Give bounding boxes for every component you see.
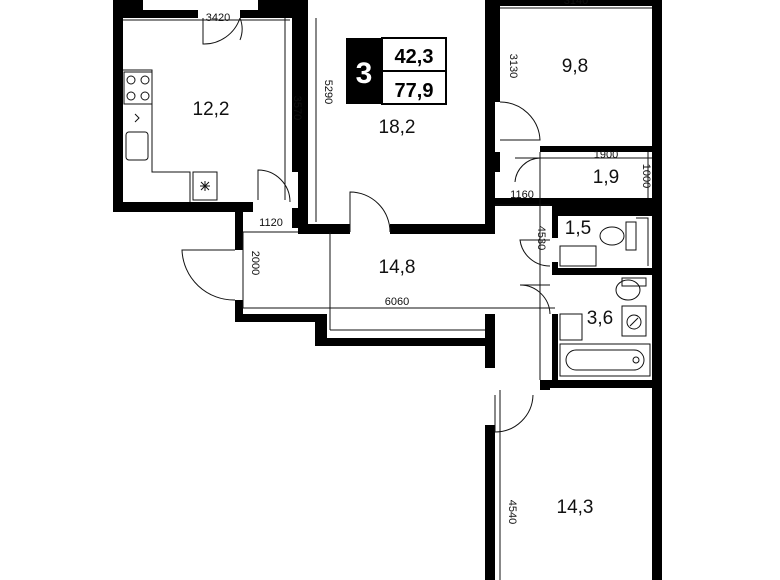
wc-sink-icon	[559, 245, 597, 267]
dim-bedroom-small-height: 3130	[507, 54, 519, 78]
wall-bedroom-large-right	[652, 380, 662, 580]
wall-living-right	[485, 0, 495, 234]
dim-bedroom-large-height: 4540	[506, 500, 518, 524]
badge-rooms-count: 3	[356, 57, 373, 90]
room-kitchen-area: 12,2	[193, 99, 230, 120]
washer-icon	[621, 305, 647, 337]
drain-icon	[632, 356, 640, 364]
burner-icon	[126, 75, 136, 85]
wall-hall-bottom-2	[315, 338, 495, 346]
burner-icon	[140, 75, 150, 85]
badge-rooms-box	[346, 38, 382, 104]
wall-wc-left	[552, 206, 558, 238]
bathtub-icon	[559, 343, 651, 377]
wall-bedroom-large-left-lower	[485, 425, 495, 580]
wc-shelf	[636, 217, 649, 266]
wall-kitchen-top	[113, 10, 198, 18]
wall-bath-left	[552, 314, 558, 386]
toilet-tank-icon	[625, 221, 637, 251]
wall-wc-bottom	[552, 268, 662, 275]
door-bath	[519, 284, 551, 315]
door-kitchen	[257, 169, 291, 203]
wall-corridor-stub	[495, 152, 500, 172]
bath-sink-icon	[559, 313, 583, 341]
toilet-icon	[615, 279, 641, 301]
badge-living-area: 42,3	[395, 46, 434, 68]
wall-bedroom-bottom	[540, 146, 660, 152]
wall-kitchen-top-right	[240, 10, 262, 18]
dimension-lines	[123, 7, 652, 580]
wall-living-bottom-right	[390, 224, 490, 234]
fridge-icon	[192, 171, 218, 201]
dim-bedroom-small-width: 3140	[564, 0, 588, 7]
door-kitchen-top-2	[239, 17, 243, 41]
room-storage-area: 1,9	[593, 167, 619, 188]
toilet-icon	[599, 226, 625, 246]
burner-icon	[126, 91, 136, 101]
dim-corridor-entry: 1120	[259, 217, 283, 229]
wall-wc-top	[552, 206, 662, 216]
wall-living-bottom-left	[298, 224, 350, 234]
room-living-area: 18,2	[379, 117, 416, 138]
burner-icon	[140, 91, 150, 101]
wall-kitchen-right	[292, 0, 300, 172]
wall-entry-left	[235, 202, 243, 250]
wall-bedroom-left	[493, 0, 500, 102]
dim-hall-length: 6060	[385, 296, 409, 308]
area-badge: 3 42,3 77,9	[346, 37, 447, 105]
room-bathroom-area: 3,6	[587, 308, 613, 329]
wall-bedroom-large-top	[540, 380, 550, 390]
door-wc	[519, 239, 551, 267]
wall-kitchen-bottom	[113, 202, 253, 212]
bath-fixtures	[559, 217, 651, 377]
room-labels: 12,2 18,2 9,8 1,9 1,5 14,8 3,6 14,3	[193, 56, 620, 518]
dim-corridor-short: 1160	[510, 189, 534, 201]
door-bedroom-large	[494, 394, 534, 433]
wall-entry-top	[235, 202, 253, 212]
dim-entry-height: 2000	[249, 251, 261, 275]
wall-kitchen-right-lower	[292, 208, 300, 228]
dim-kitchen-width: 3420	[206, 12, 230, 24]
room-bedroom-small-area: 9,8	[562, 56, 588, 77]
dim-bath-block-height: 4530	[535, 226, 547, 250]
wall-top-stub-mid	[258, 0, 298, 18]
wall-right-outer	[652, 0, 662, 385]
faucet-icon	[134, 113, 140, 123]
wall-bedroom-top	[485, 0, 660, 6]
dim-living-height: 5290	[322, 80, 334, 104]
walls	[113, 0, 662, 580]
dim-storage-height: 1000	[640, 164, 652, 188]
wall-corridor-top	[495, 198, 662, 206]
washer-drum-icon	[626, 314, 642, 330]
washer-drum-icon	[629, 317, 639, 327]
door-kitchen-top	[202, 17, 241, 45]
wall-bath-bottom	[540, 380, 662, 388]
sink-icon	[125, 131, 149, 161]
door-storage	[514, 157, 541, 183]
dimension-labels: 3420 3570 5290 3140 3130 1900 1000 1160 …	[206, 0, 652, 524]
kitchen-fixtures	[123, 69, 218, 202]
badge-total-area: 77,9	[395, 80, 434, 102]
bathtub-inner	[565, 349, 645, 371]
door-entry	[181, 249, 236, 301]
door-bedroom-small	[499, 101, 541, 141]
wall-kitchen-left	[113, 0, 123, 212]
toilet-tank-icon	[621, 277, 647, 287]
stove-icon	[123, 71, 153, 105]
wall-bedroom-large-left	[485, 314, 495, 368]
door-living	[349, 191, 391, 233]
snowflake-icon	[200, 181, 210, 191]
kitchen-counter	[123, 69, 191, 202]
wall-entry-left-lower	[235, 300, 243, 322]
dim-kitchen-height: 3570	[291, 96, 303, 120]
room-hall-area: 14,8	[379, 257, 416, 278]
room-bedroom-large-area: 14,3	[557, 497, 594, 518]
wall-top-stub-left	[113, 0, 143, 18]
dim-storage-width: 1900	[594, 149, 618, 161]
wall-pillar	[298, 0, 308, 232]
room-toilet-area: 1,5	[565, 218, 591, 239]
wall-hall-bottom-1	[235, 314, 327, 322]
